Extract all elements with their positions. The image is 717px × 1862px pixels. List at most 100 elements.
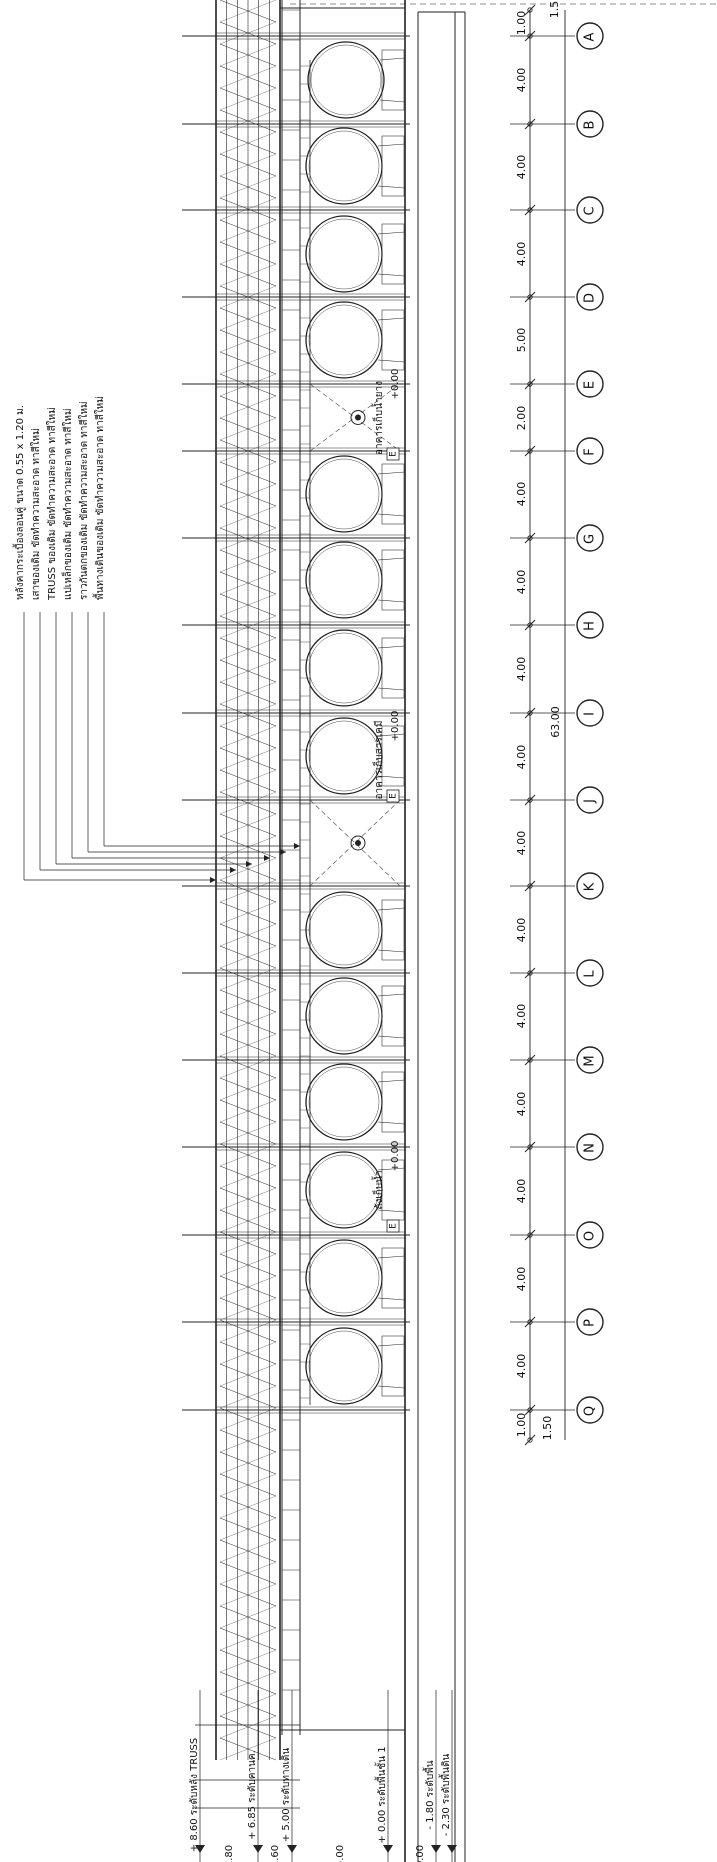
grid-label: O: [583, 1231, 598, 1241]
grid-label: L: [583, 970, 598, 978]
grid-bubble-l: L: [510, 959, 604, 987]
tank-tag: E: [389, 793, 399, 799]
span-dimension: 4.00: [515, 1179, 528, 1204]
tank-name: ถังเก็บน้ำ: [371, 1170, 385, 1209]
empty-bay: [309, 799, 401, 887]
tank: [305, 455, 406, 533]
callout: พื้นทางเดินของเดิม ขัดทำความสะอาด ทาสีให…: [92, 396, 300, 849]
grid-label: I: [583, 712, 598, 716]
tank: [305, 891, 406, 969]
tank-label: ถังเก็บน้ำ E +0.00: [371, 1141, 401, 1233]
tank-name: อาคารเก็บน้ำยาง: [371, 381, 385, 455]
tank-level: +0.00: [390, 1141, 401, 1172]
grid-bubble-j: J: [510, 786, 604, 814]
tank: [305, 541, 406, 619]
tank-level: +0.00: [390, 369, 401, 400]
level-dimension: 1.60: [270, 1845, 281, 1862]
tank: [305, 717, 406, 795]
tank-tag: E: [389, 451, 399, 457]
grid-bubble-a: A: [510, 22, 604, 50]
grid-label: C: [583, 206, 598, 215]
callout: ราวกันตกของเดิม ขัดทำความสะอาด ทาสีใหม่: [78, 401, 286, 855]
level-dimension: 0.00: [415, 1845, 426, 1862]
tank: [305, 1151, 406, 1229]
level-label: - 2.30 ระดับพื้นดิน: [438, 1754, 452, 1837]
tank-name: อาคารเก็บสารเคมี: [371, 721, 385, 800]
grid-label: M: [583, 1055, 598, 1066]
grid-lines: A B C D E F G H I J K L M N O P Q: [510, 22, 604, 1424]
callout: แปเหล็กของเดิม ขัดทำความสะอาด ทาสีใหม่: [60, 408, 270, 861]
span-dimension: 1.00: [515, 1413, 528, 1438]
empty-bay: [309, 383, 401, 452]
level-marker: + 0.00 ระดับพื้นชั้น 1: [374, 1690, 393, 1862]
grid-bubble-f: F: [510, 437, 604, 465]
structure-linework: [182, 0, 717, 1862]
callout-text: หลังคากระเบื้องลอนคู่ ขนาด 0.55 x 1.20 ม…: [12, 405, 26, 600]
level-marker: - 1.80 ระดับพื้น: [422, 1690, 441, 1862]
callout: หลังคากระเบื้องลอนคู่ ขนาด 0.55 x 1.20 ม…: [12, 405, 216, 883]
callout-text: เสาของเดิม ขัดทำความสะอาด ทาสีใหม่: [30, 428, 42, 600]
grid-bubble-b: B: [510, 110, 604, 138]
grid-bubble-p: P: [510, 1308, 604, 1336]
level-label: - 1.80 ระดับพื้น: [422, 1760, 436, 1829]
span-dimension: 4.00: [515, 745, 528, 770]
level-label: + 5.00 ระดับทางเดิน: [281, 1748, 292, 1843]
grid-label: H: [583, 621, 598, 631]
span-dimension: 5.00: [515, 328, 528, 353]
span-dimension: 4.00: [515, 657, 528, 682]
grid-bubble-k: K: [510, 872, 604, 900]
grid-bubble-g: G: [510, 524, 604, 552]
grid-bubble-d: D: [510, 283, 604, 311]
grid-bubble-m: M: [510, 1046, 604, 1074]
span-dimension: 4.00: [515, 155, 528, 180]
tank: [305, 629, 406, 707]
grid-bubble-h: H: [510, 611, 604, 639]
tank-tag: E: [389, 1223, 399, 1229]
grid-label: K: [583, 882, 598, 891]
level-label: + 0.00 ระดับพื้นชั้น 1: [374, 1746, 388, 1843]
grid-label: J: [583, 799, 598, 804]
level-label: + 8.60 ระดับหลัง TRUSS: [189, 1738, 200, 1852]
grid-label: N: [583, 1143, 598, 1153]
tank-label: อาคารเก็บสารเคมี E +0.00: [371, 711, 401, 803]
tank-level: +0.00: [390, 711, 401, 742]
tank: [305, 1063, 406, 1141]
grid-bubble-i: I: [510, 699, 604, 727]
level-marker: + 5.00 ระดับทางเดิน: [281, 1690, 297, 1862]
tank-label: อาคารเก็บน้ำยาง E +0.00: [371, 369, 401, 461]
span-dimension: 4.00: [515, 1004, 528, 1029]
callout-notes: หลังคากระเบื้องลอนคู่ ขนาด 0.55 x 1.20 ม…: [12, 396, 300, 883]
level-markers: + 8.60 ระดับหลัง TRUSS + 6.85 ระดับคานค. +…: [189, 1690, 457, 1862]
tank: [305, 301, 406, 379]
grid-label: Q: [583, 1406, 598, 1416]
span-dimension: 4.00: [515, 570, 528, 595]
level-marker: - 2.30 ระดับพื้นดิน: [438, 1690, 457, 1862]
span-dimension: 2.00: [515, 406, 528, 431]
callout: เสาของเดิม ขัดทำความสะอาด ทาสีใหม่: [30, 428, 236, 873]
dimension-lines: 1.00 4.00 4.00 4.00 5.00 2.00 4.00 4.00 4.00 4.00…: [515, 0, 566, 1446]
edge-dimension: 1.50: [548, 0, 561, 18]
tank: [305, 127, 406, 205]
span-dimension: 4.00: [515, 242, 528, 267]
span-dimension: 4.00: [515, 482, 528, 507]
grid-label: A: [583, 32, 598, 41]
callout-text: TRUSS ของเดิม ขัดทำความสะอาด ทาสีใหม่: [46, 407, 58, 601]
grid-bubble-n: N: [510, 1133, 604, 1161]
span-dimension: 4.00: [515, 1354, 528, 1379]
tank: [305, 1327, 406, 1405]
grid-label: F: [583, 448, 598, 455]
level-marker: + 6.85 ระดับคานค.: [247, 1690, 263, 1862]
tank: [307, 41, 406, 119]
tank: [305, 1239, 406, 1317]
grid-bubble-c: C: [510, 196, 604, 224]
grid-label: E: [583, 381, 598, 389]
grid-label: G: [583, 534, 598, 544]
total-dimension: 63.00: [549, 706, 562, 738]
level-dimension: 2.80: [224, 1845, 235, 1862]
tank-labels: ถังเก็บน้ำE+0.00อาคารเก็บสารเคมีE+0.00อา…: [371, 369, 401, 1233]
callout-text: ราวกันตกของเดิม ขัดทำความสะอาด ทาสีใหม่: [78, 401, 90, 600]
grid-bubble-e: E: [510, 370, 604, 398]
callout: TRUSS ของเดิม ขัดทำความสะอาด ทาสีใหม่: [46, 407, 252, 867]
edge-dimension: 1.50: [541, 1416, 554, 1441]
